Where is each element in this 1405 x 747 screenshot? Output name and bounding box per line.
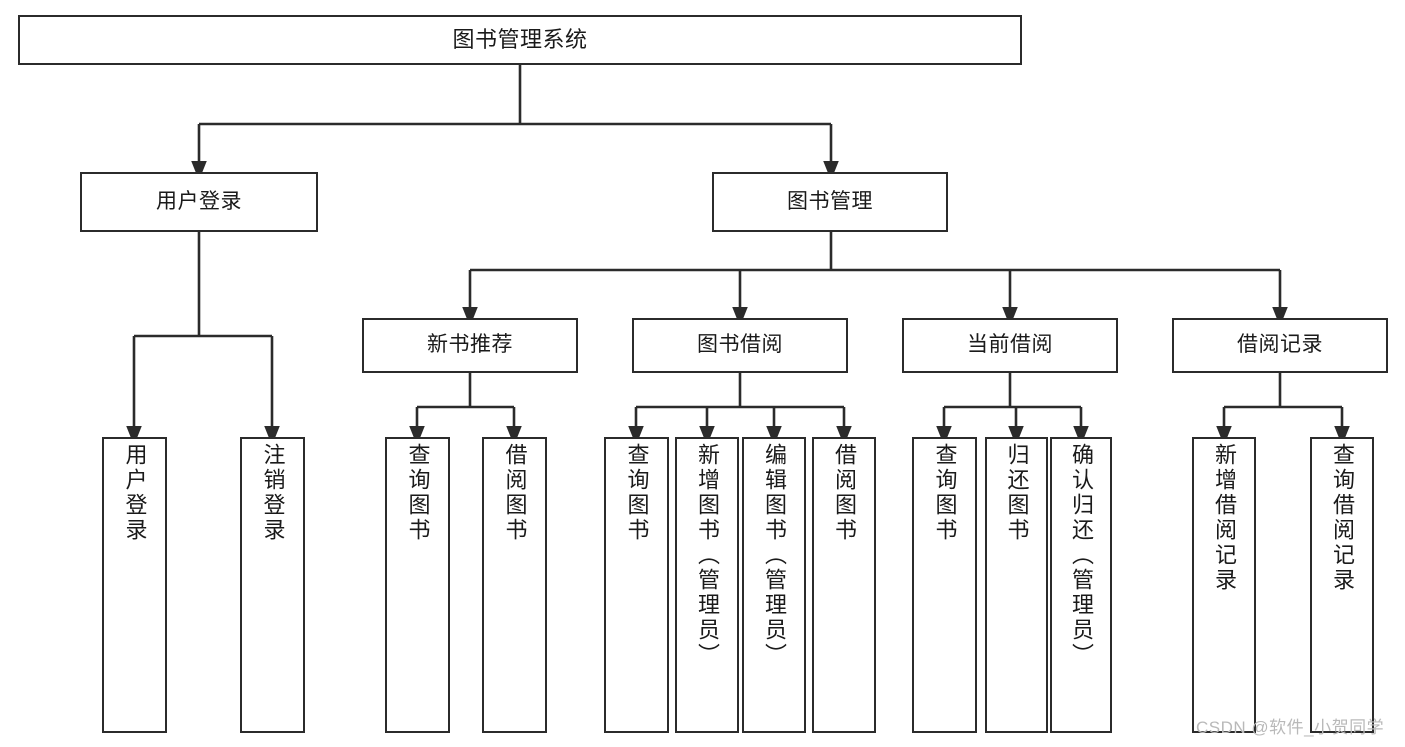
node-borrow-record-label: 借阅记录 [1237, 333, 1323, 357]
node-leaf-query-book-borrow[interactable]: 查询图书 [604, 437, 669, 733]
node-new-book-recommend[interactable]: 新书推荐 [362, 318, 578, 373]
node-current-borrow-label: 当前借阅 [967, 333, 1053, 357]
node-leaf-borrow-book[interactable]: 借阅图书 [812, 437, 876, 733]
node-leaf-user-login[interactable]: 用户登录 [102, 437, 167, 733]
node-leaf-return-book[interactable]: 归还图书 [985, 437, 1048, 733]
node-leaf-user-logout[interactable]: 注销登录 [240, 437, 305, 733]
node-leaf-query-book-current[interactable]: 查询图书 [912, 437, 977, 733]
node-current-borrow[interactable]: 当前借阅 [902, 318, 1118, 373]
node-leaf-borrow-book-label: 借阅图书 [832, 443, 857, 543]
node-leaf-user-login-label: 用户登录 [122, 443, 148, 543]
node-leaf-query-book-recommend-label: 查询图书 [405, 443, 431, 543]
node-root[interactable]: 图书管理系统 [18, 15, 1022, 65]
node-leaf-add-borrow-record-label: 新增借阅记录 [1212, 443, 1237, 593]
node-leaf-borrow-book-recommend[interactable]: 借阅图书 [482, 437, 547, 733]
node-book-manage[interactable]: 图书管理 [712, 172, 948, 232]
node-leaf-query-borrow-record-label: 查询借阅记录 [1330, 443, 1355, 593]
node-leaf-return-book-label: 归还图书 [1004, 443, 1030, 543]
watermark: CSDN @软件_小贺同学 [1196, 718, 1385, 737]
node-leaf-edit-book-admin-label: 编辑图书（管理员） [762, 443, 787, 668]
node-book-borrow[interactable]: 图书借阅 [632, 318, 848, 373]
node-book-manage-label: 图书管理 [787, 189, 873, 213]
node-leaf-add-book-admin[interactable]: 新增图书（管理员） [675, 437, 739, 733]
node-leaf-query-book-current-label: 查询图书 [932, 443, 958, 543]
node-leaf-borrow-book-recommend-label: 借阅图书 [502, 443, 528, 543]
node-leaf-user-logout-label: 注销登录 [260, 443, 286, 543]
node-root-label: 图书管理系统 [452, 27, 588, 53]
node-leaf-confirm-return-admin[interactable]: 确认归还（管理员） [1050, 437, 1112, 733]
node-leaf-confirm-return-admin-label: 确认归还（管理员） [1069, 443, 1094, 668]
node-book-borrow-label: 图书借阅 [697, 333, 783, 357]
node-leaf-add-borrow-record[interactable]: 新增借阅记录 [1192, 437, 1256, 733]
node-new-book-recommend-label: 新书推荐 [427, 333, 513, 357]
node-leaf-query-borrow-record[interactable]: 查询借阅记录 [1310, 437, 1374, 733]
node-leaf-edit-book-admin[interactable]: 编辑图书（管理员） [742, 437, 806, 733]
node-leaf-query-book-recommend[interactable]: 查询图书 [385, 437, 450, 733]
node-user-login-label: 用户登录 [156, 189, 242, 213]
node-user-login[interactable]: 用户登录 [80, 172, 318, 232]
node-borrow-record[interactable]: 借阅记录 [1172, 318, 1388, 373]
node-leaf-add-book-admin-label: 新增图书（管理员） [695, 443, 720, 668]
node-leaf-query-book-borrow-label: 查询图书 [624, 443, 650, 543]
